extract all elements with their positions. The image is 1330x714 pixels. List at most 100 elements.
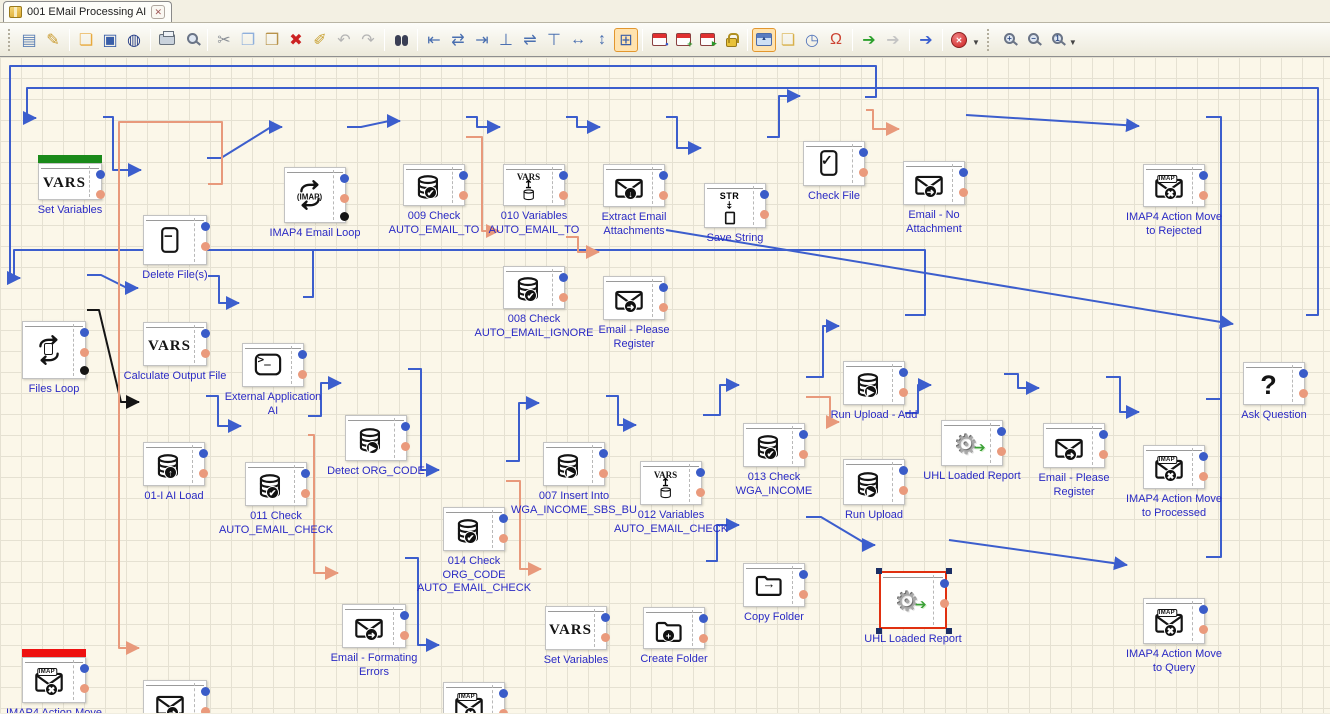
dropdown-arrow-icon[interactable]: ▼	[972, 38, 980, 47]
print-button[interactable]	[155, 28, 179, 52]
task-node-insert-007[interactable]: ▶	[543, 442, 605, 486]
output-port[interactable]	[96, 170, 105, 179]
output-port[interactable]	[298, 350, 307, 359]
output-port[interactable]	[997, 427, 1006, 436]
error-port[interactable]	[301, 489, 310, 498]
output-port[interactable]	[499, 689, 508, 698]
error-port[interactable]	[997, 447, 1006, 456]
task-node-calculate-output[interactable]: VARS	[143, 322, 207, 366]
error-port[interactable]	[1199, 472, 1208, 481]
output-port[interactable]	[201, 687, 210, 696]
output-port[interactable]	[659, 283, 668, 292]
task-node-files-loop[interactable]	[22, 321, 86, 379]
zoom-100-button[interactable]: 1	[1044, 28, 1068, 52]
error-port[interactable]	[401, 442, 410, 451]
align-right-button[interactable]: ⇥	[470, 28, 494, 52]
loop-port[interactable]	[80, 366, 89, 375]
align-bottom-button[interactable]: ⊥	[494, 28, 518, 52]
magnet-button[interactable]: Ω	[824, 28, 848, 52]
dropdown-arrow-icon[interactable]: ▼	[1069, 38, 1077, 47]
error-port[interactable]	[760, 210, 769, 219]
find-button[interactable]	[389, 28, 413, 52]
lock-button[interactable]	[719, 28, 743, 52]
output-port[interactable]	[401, 422, 410, 431]
task-node-delete-files[interactable]: −	[143, 215, 207, 265]
task-node-set-variables-2[interactable]: VARS	[545, 606, 607, 650]
task-node-imap-move-query-1[interactable]: IMAP✖	[1143, 598, 1205, 644]
undo-button[interactable]: ↶	[332, 28, 356, 52]
zoom-out-button[interactable]: −	[1020, 28, 1044, 52]
output-port[interactable]	[499, 514, 508, 523]
output-port[interactable]	[201, 329, 210, 338]
task-node-email-formating[interactable]: ➜	[342, 604, 406, 648]
task-node-check-file[interactable]: ✓	[803, 141, 865, 186]
error-port[interactable]	[699, 634, 708, 643]
output-port[interactable]	[201, 222, 210, 231]
error-port[interactable]	[400, 631, 409, 640]
task-node-email-register-1[interactable]: ➜	[603, 276, 665, 320]
error-port[interactable]	[559, 293, 568, 302]
task-node-imap-move-processed[interactable]: IMAP✖	[1143, 445, 1205, 489]
output-port[interactable]	[1299, 369, 1308, 378]
output-port[interactable]	[400, 611, 409, 620]
schedule-run-button[interactable]: ▸	[695, 28, 719, 52]
step-button[interactable]: ➔	[881, 28, 905, 52]
error-port[interactable]	[80, 684, 89, 693]
task-node-email-error-handler[interactable]: ➜	[143, 680, 207, 713]
error-port[interactable]	[1199, 625, 1208, 634]
open-button[interactable]: ❏	[74, 28, 98, 52]
task-node-imap-move-rejected-2[interactable]: IMAP✖	[443, 682, 505, 713]
task-node-variables-010[interactable]: VARS↥	[503, 164, 565, 206]
output-port[interactable]	[80, 664, 89, 673]
output-port[interactable]	[301, 469, 310, 478]
task-node-copy-folder[interactable]: →	[743, 563, 805, 607]
task-node-uhl-loaded-report-2[interactable]: ⚙➔	[879, 571, 947, 629]
stop-button[interactable]: ✕	[947, 28, 971, 52]
task-node-check-011[interactable]: ✔	[245, 462, 307, 506]
output-port[interactable]	[601, 613, 610, 622]
snap-grid-button[interactable]: ⊞	[614, 28, 638, 52]
task-node-external-app-ai[interactable]: >_	[242, 343, 304, 387]
save-button[interactable]: ▣	[98, 28, 122, 52]
task-node-set-variables[interactable]: VARS	[38, 163, 102, 200]
task-node-email-register-2[interactable]: ➜	[1043, 423, 1105, 468]
error-port[interactable]	[499, 534, 508, 543]
schedule-add-button[interactable]: +	[671, 28, 695, 52]
task-node-extract-attachments[interactable]: ↓	[603, 164, 665, 207]
toolbar-grip[interactable]	[8, 29, 13, 51]
task-node-detect-org-code[interactable]: ▶	[345, 415, 407, 461]
align-top-button[interactable]: ⊤	[542, 28, 566, 52]
error-port[interactable]	[1199, 191, 1208, 200]
error-port[interactable]	[559, 191, 568, 200]
task-node-run-upload[interactable]: ▶	[843, 459, 905, 505]
error-port[interactable]	[940, 599, 949, 608]
schedule-find-button[interactable]: •	[647, 28, 671, 52]
task-node-variables-012[interactable]: VARS↥	[640, 461, 702, 505]
task-node-imap-move-query-2[interactable]: IMAP✖	[22, 657, 86, 703]
output-port[interactable]	[899, 368, 908, 377]
error-port[interactable]	[459, 191, 468, 200]
output-port[interactable]	[459, 171, 468, 180]
task-node-check-008[interactable]: ✔	[503, 266, 565, 309]
output-port[interactable]	[80, 328, 89, 337]
save-all-button[interactable]: ◍	[122, 28, 146, 52]
workflow-canvas[interactable]: VARSSet Variables−Delete File(s)(IMAP)IM…	[0, 57, 1330, 713]
task-node-create-folder[interactable]: +	[643, 607, 705, 649]
align-left-button[interactable]: ⇤	[422, 28, 446, 52]
same-width-button[interactable]: ↔	[566, 28, 590, 52]
error-port[interactable]	[80, 348, 89, 357]
toolbar-grip[interactable]	[987, 29, 992, 51]
task-node-ai-load[interactable]: ↑	[143, 442, 205, 486]
error-port[interactable]	[696, 488, 705, 497]
error-port[interactable]	[201, 707, 210, 713]
error-port[interactable]	[859, 168, 868, 177]
zoom-in-button[interactable]: +	[996, 28, 1020, 52]
task-node-check-013[interactable]: ✔	[743, 423, 805, 467]
error-port[interactable]	[340, 194, 349, 203]
error-port[interactable]	[601, 633, 610, 642]
task-node-imap-move-rejected-1[interactable]: IMAP✖	[1143, 164, 1205, 207]
error-port[interactable]	[899, 486, 908, 495]
error-port[interactable]	[201, 349, 210, 358]
folder-search-button[interactable]: ❏	[776, 28, 800, 52]
output-port[interactable]	[696, 468, 705, 477]
